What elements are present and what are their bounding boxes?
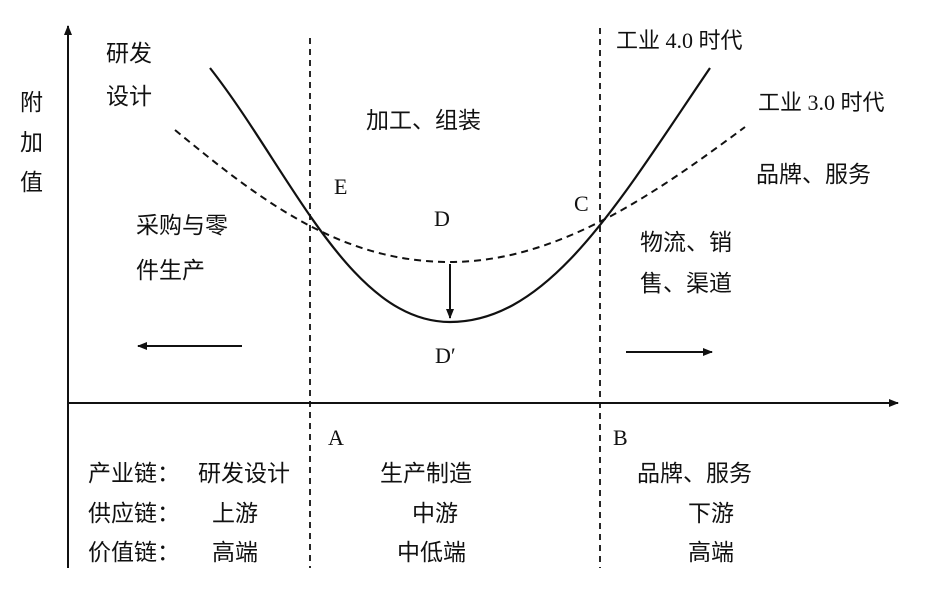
logistics-label-line-2: 售、渠道 — [640, 271, 732, 297]
point-c-label: C — [574, 191, 589, 216]
industry-chain-left: 研发设计 — [198, 461, 290, 487]
y-axis-label-char-1: 附 — [20, 90, 43, 116]
row-label-value-chain: 价值链： — [88, 540, 180, 566]
row-label-industry-chain: 产业链： — [88, 461, 180, 487]
procurement-label-line-2: 件生产 — [136, 258, 205, 284]
rnd-label-line-2: 设计 — [106, 84, 152, 110]
supply-chain-left: 上游 — [212, 501, 258, 527]
industry-4-curve — [209, 67, 711, 324]
industry-chain-right: 品牌、服务 — [637, 461, 752, 487]
row-label-supply-chain: 供应链： — [88, 501, 180, 527]
point-b-label: B — [613, 425, 628, 450]
brand-service-label: 品牌、服务 — [756, 162, 871, 188]
chain-table: 产业链： 研发设计 生产制造 品牌、服务 供应链： 上游 中游 下游 价值链： … — [88, 461, 752, 566]
industry-3-label: 工业 3.0 时代 — [758, 90, 885, 115]
value-chain-left: 高端 — [212, 540, 258, 566]
supply-chain-middle: 中游 — [412, 501, 458, 527]
point-d-prime-label: D′ — [435, 343, 456, 368]
point-e-label: E — [334, 174, 347, 199]
value-chain-middle: 中低端 — [397, 540, 466, 566]
industry-chain-middle: 生产制造 — [380, 461, 472, 487]
y-axis-label-char-2: 加 — [20, 130, 43, 156]
y-axis-label-char-3: 值 — [20, 170, 43, 196]
supply-chain-right: 下游 — [688, 501, 734, 527]
industry-4-label: 工业 4.0 时代 — [616, 28, 743, 53]
processing-label: 加工、组装 — [366, 108, 481, 134]
industry-3-curve — [174, 126, 746, 264]
rnd-label-line-1: 研发 — [106, 41, 152, 67]
point-a-label: A — [328, 425, 344, 450]
procurement-label-line-1: 采购与零 — [136, 213, 228, 239]
point-d-label: D — [434, 206, 450, 231]
value-chain-right: 高端 — [688, 540, 734, 566]
logistics-label-line-1: 物流、销 — [640, 230, 732, 256]
